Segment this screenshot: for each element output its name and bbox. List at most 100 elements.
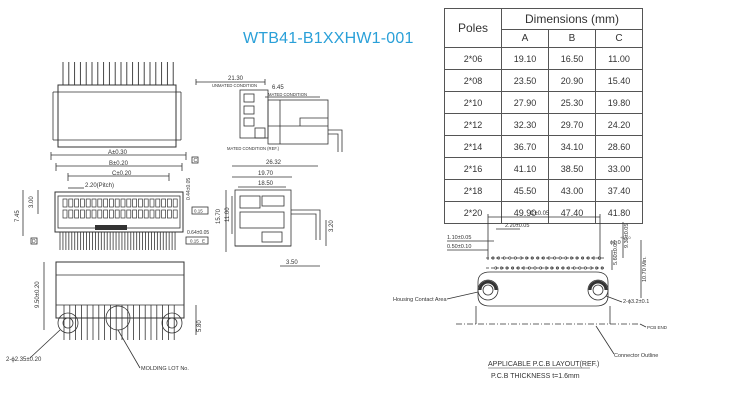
cavity (155, 209, 161, 219)
cavity (109, 209, 114, 219)
cavity (91, 209, 97, 219)
hole-dim: 2-ϕ2.35±0.20 (6, 357, 42, 363)
pcb-dim-0-50: 0.50±0.10 (447, 244, 471, 250)
gdt-1: 0.15 (194, 209, 203, 214)
cavity (91, 198, 97, 208)
cavity (167, 209, 172, 219)
pcb-dim-10-70: 10.70 Min. (642, 256, 648, 282)
cavity (172, 198, 178, 208)
cavity (132, 209, 137, 219)
cavity (172, 209, 178, 219)
cavity (120, 198, 126, 208)
cavity (138, 198, 143, 208)
cavity (132, 198, 137, 208)
unmated-condition-label: UNMATED CONDITION (212, 83, 257, 88)
cavity (68, 198, 74, 208)
cavity (114, 198, 120, 208)
datum-c: C (194, 158, 198, 164)
pitch-label: 2.20(Pitch) (85, 183, 114, 189)
poles-header: Poles (444, 8, 502, 48)
dim-11-00: 11.00 (225, 207, 231, 222)
cavity (109, 198, 114, 208)
cavity (114, 209, 120, 219)
dim-0-44: 0.44±0.05 (186, 178, 192, 200)
pcb-dim-1-10: 1.10±0.05 (447, 235, 471, 241)
cavity (74, 198, 79, 208)
dim-5-80: 5.80 (197, 320, 203, 332)
connector-outline-label: Connector Outline (614, 353, 658, 359)
dim-7-45: 7.45 (15, 210, 21, 222)
pcb-dim-9-30: 9.30±0.05 (624, 224, 630, 248)
pcb-hole (533, 266, 537, 270)
cavity (143, 198, 149, 208)
molding-lot-label: MOLDING LOT No. (141, 366, 189, 372)
pcb-dim-5-60: 5.60±0.05 (613, 241, 619, 265)
cavity (80, 209, 85, 219)
cavity (149, 209, 155, 219)
pcb-dim-c: C±0.05 (530, 211, 550, 217)
cavity (126, 209, 132, 219)
pcb-dim-2-20: 2.20±0.05 (505, 223, 529, 229)
cavity (138, 209, 143, 219)
cavity (155, 198, 161, 208)
cavity (62, 209, 68, 219)
cavity (167, 198, 172, 208)
gdt-2: 0.15 (190, 239, 199, 244)
cavity (97, 209, 103, 219)
cavity (80, 198, 85, 208)
dim-15-70: 15.70 (216, 208, 222, 224)
pcb-dim-1-0-tol: +0.1 0 (620, 236, 631, 240)
cavity (120, 209, 126, 219)
cavity (149, 198, 155, 208)
dim-3-50: 3.50 (286, 260, 298, 266)
dim-6-45: 6.45 (272, 85, 284, 91)
c-cell: 41.80 (595, 201, 643, 224)
cavity (85, 209, 91, 219)
pcb-hole-dim: 2-ϕ3.2±0.1 (623, 299, 649, 305)
datum-e: E (202, 239, 205, 244)
cavity (161, 198, 166, 208)
dim-c: C±0.20 (112, 171, 132, 177)
drawing-title: WTB41-B1XXHW1-001 (243, 30, 414, 47)
datum-d: D (32, 239, 36, 245)
dim-a: A±0.30 (108, 150, 128, 156)
cavity (143, 209, 149, 219)
pcb-caption-1: APPLICABLE P.C.B LAYOUT(REF.) (488, 361, 599, 368)
dim-3-20: 3.20 (329, 220, 335, 232)
cavity (161, 209, 166, 219)
dim-18-50: 18.50 (258, 181, 274, 187)
pcb-dim-1-0: ϕ1.0 (610, 240, 621, 246)
side-view-mated: 21.30 UNMATED CONDITION 6.45 MATED CONDI… (195, 76, 343, 152)
dim-19-70: 19.70 (258, 171, 274, 177)
dim-9-50: 9.50±0.20 (35, 281, 41, 308)
cavity (126, 198, 132, 208)
dim-3-00: 3.00 (29, 196, 35, 208)
top-view-connector (52, 62, 182, 148)
mated-condition-label: MATED CONDITION (268, 92, 307, 97)
c-cell: 33.00 (595, 157, 643, 180)
cavity (103, 198, 108, 208)
dim-0-64: 0.64±0.05 (187, 230, 209, 236)
b-cell: 47.40 (548, 201, 596, 224)
cavity (85, 198, 91, 208)
pcb-caption-2: P.C.B THICKNESS t=1.6mm (491, 373, 580, 380)
cavity (62, 198, 68, 208)
housing-contact-label: Housing Contact Area (393, 297, 447, 303)
cavity (68, 209, 74, 219)
side-view-profile: 26.32 19.70 18.50 15.70 11.00 3.20 3.50 (216, 160, 335, 267)
cavity (103, 209, 108, 219)
cavity (97, 198, 103, 208)
bottom-view-connector: 9.50±0.20 5.80 2-ϕ2.35±0.20 MOLDING LOT … (6, 261, 203, 372)
mated-condition-ref-label: MATED CONDITION (REF.) (227, 146, 280, 151)
pcb-end-label: PCB END (647, 325, 668, 330)
cavity (74, 209, 79, 219)
front-view-connector: A±0.30 B±0.20 C±0.20 2.20(Pitch) 3.00 7.… (15, 150, 209, 250)
